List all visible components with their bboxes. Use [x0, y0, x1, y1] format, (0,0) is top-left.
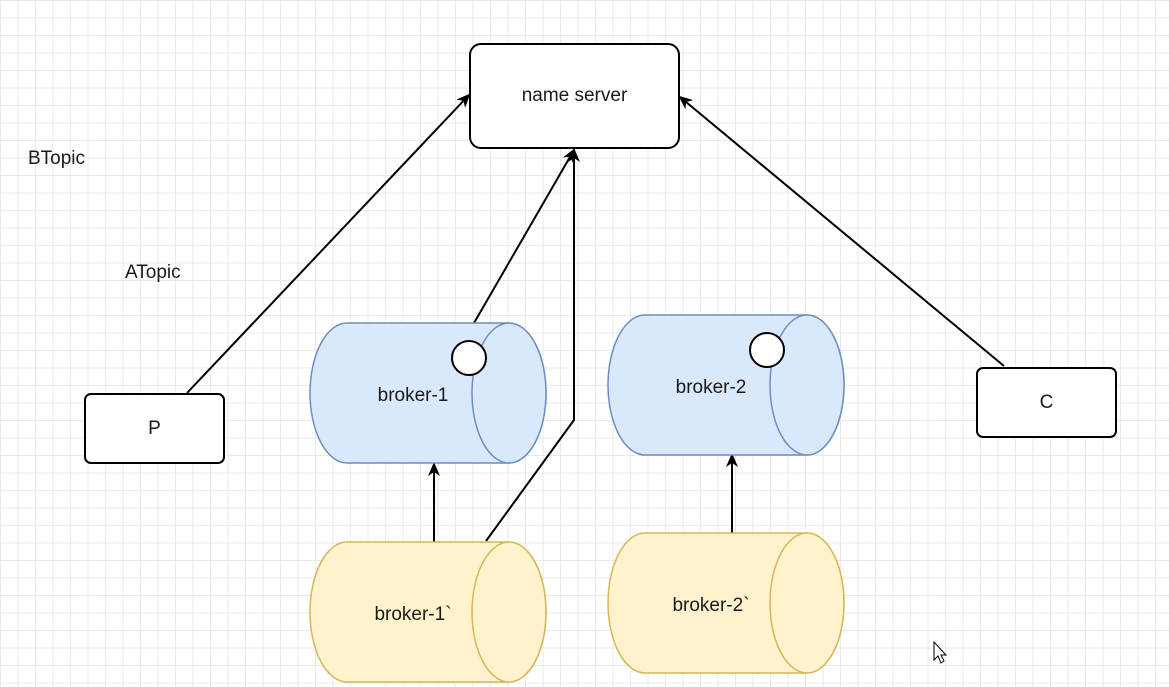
- broker-2-slave-node[interactable]: broker-2`: [607, 532, 845, 674]
- broker-1-port-circle: [451, 340, 487, 376]
- producer-label: P: [148, 417, 161, 439]
- broker-2-label: broker-2: [676, 377, 747, 398]
- edge-broker1-to-nameserver: [473, 148, 576, 324]
- broker-1-slave-cylinder-face: [471, 541, 547, 683]
- edge-producer-to-nameserver: [186, 93, 471, 394]
- edge-consumer-to-nameserver: [678, 95, 1005, 367]
- name-server-node[interactable]: name server: [469, 43, 680, 149]
- name-server-label: name server: [521, 85, 628, 106]
- broker-1-slave-label: broker-1`: [374, 604, 451, 625]
- consumer-node[interactable]: C: [976, 367, 1117, 438]
- broker-2-port-circle: [749, 332, 785, 368]
- edge-broker1slave-to-nameserver: [485, 148, 580, 542]
- broker-2-cylinder-face: [769, 314, 845, 456]
- broker-2-slave-label: broker-2`: [672, 595, 749, 616]
- consumer-label: C: [1039, 391, 1054, 413]
- atopic-label: ATopic: [125, 262, 181, 283]
- broker-2-slave-cylinder-face: [769, 532, 845, 674]
- broker-1-cylinder-face: [471, 322, 547, 464]
- broker-1-slave-node[interactable]: broker-1`: [309, 541, 547, 683]
- btopic-label: BTopic: [28, 148, 86, 169]
- mouse-cursor-icon: [933, 640, 948, 664]
- broker-2-node[interactable]: broker-2: [607, 314, 845, 456]
- broker-1-label: broker-1: [378, 385, 449, 406]
- producer-node[interactable]: P: [84, 393, 225, 464]
- broker-1-node[interactable]: broker-1: [309, 322, 547, 464]
